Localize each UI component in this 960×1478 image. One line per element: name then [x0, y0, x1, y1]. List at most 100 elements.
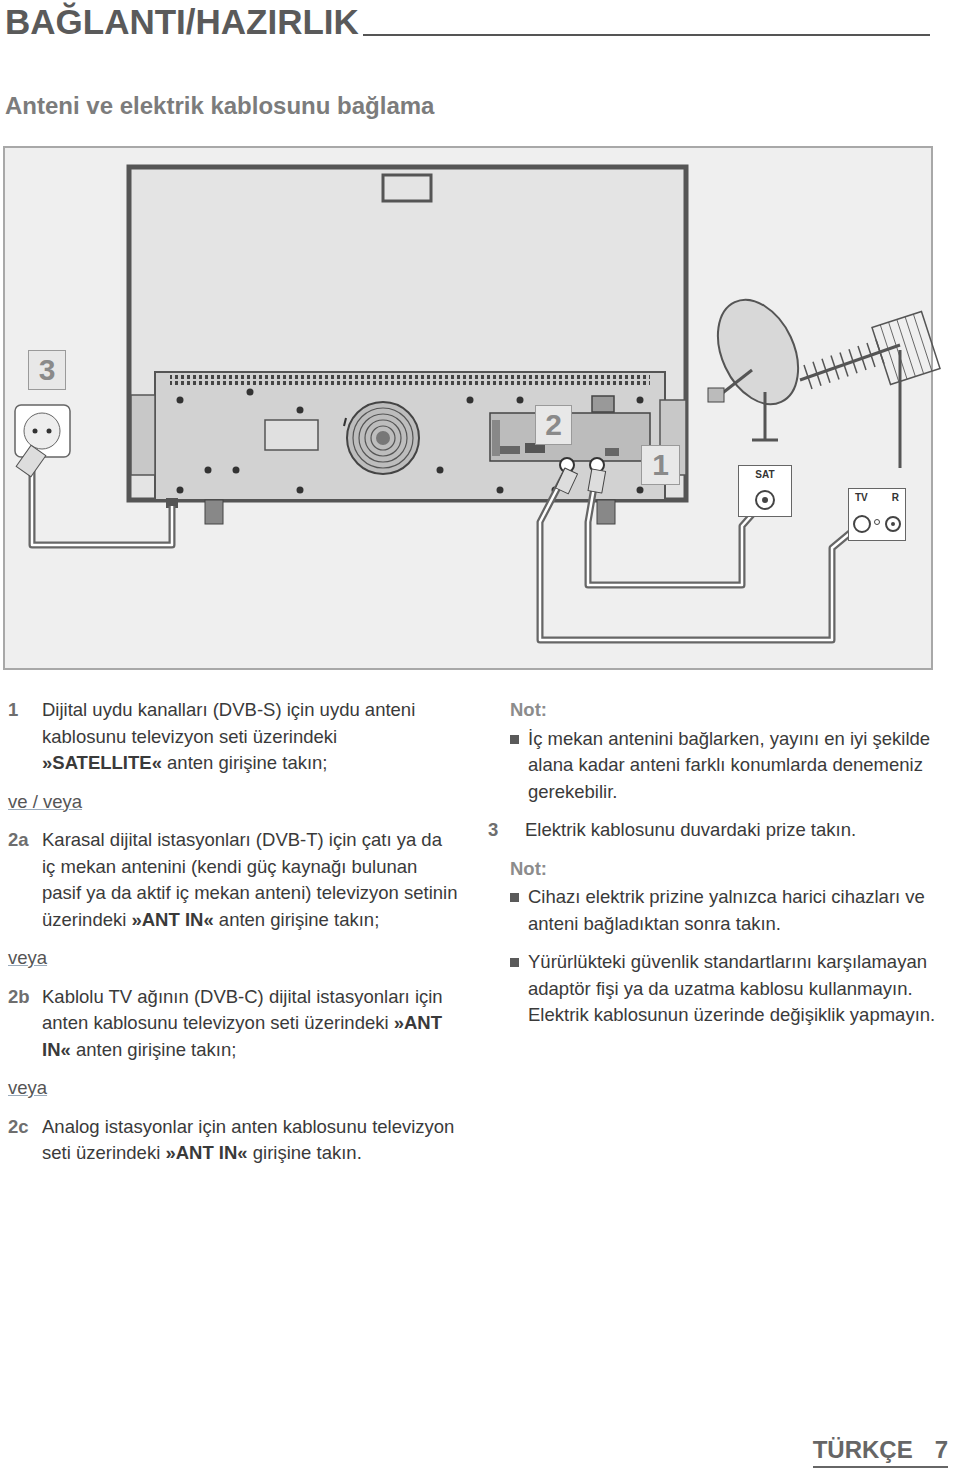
- illustration-part: [880, 325, 899, 382]
- bullet-square: [510, 735, 519, 744]
- illustration-part: [353, 408, 413, 468]
- step-number: 2c: [8, 1114, 29, 1141]
- illustration-part: [129, 167, 686, 500]
- instruction-text: Kablolu TV ağının (DVB-C) dijital istasy…: [8, 984, 458, 1064]
- note-heading: Not:: [488, 697, 938, 724]
- text-row: 3 Elektrik kablosunu duvardaki prize takı…: [488, 817, 938, 844]
- illustration-part: [383, 175, 431, 201]
- illustration-part: [15, 405, 70, 457]
- step-number: 2a: [8, 827, 29, 854]
- text-run: İç mekan antenini bağlarken, yayını en i…: [528, 728, 930, 802]
- callout-number: 3: [28, 350, 66, 390]
- illustration-part: [605, 448, 619, 456]
- illustration-part: [556, 468, 578, 494]
- text-run: anten girişine takın;: [214, 909, 380, 930]
- connector-name: »ANT IN«: [131, 909, 213, 930]
- alternative-word: veya: [8, 1075, 458, 1102]
- text-row: veya: [8, 945, 458, 972]
- illustration-part: [177, 487, 184, 494]
- illustration-part: [32, 468, 172, 545]
- page-footer: TÜRKÇE7: [813, 1436, 948, 1468]
- text-run: Not:: [510, 699, 547, 720]
- illustration-part: [637, 487, 644, 494]
- illustration-part: [32, 468, 172, 545]
- text-run: anten girişine takın;: [71, 1039, 237, 1060]
- right-column: Not: İç mekan antenini bağlarken, yayını …: [488, 697, 938, 1041]
- illustration-part: [880, 314, 932, 382]
- socket-label: SAT: [755, 469, 774, 480]
- illustration-part: [831, 356, 839, 380]
- text-run: Not:: [510, 858, 547, 879]
- note-heading: Not:: [488, 856, 938, 883]
- illustration-part: [804, 365, 812, 389]
- title-rule: [363, 34, 930, 36]
- illustration-part: [597, 500, 615, 524]
- callout-text: 3: [39, 353, 56, 387]
- text-run: Kablolu TV ağının (DVB-C) dijital istasy…: [42, 986, 443, 1034]
- text-row: 1Dijital uydu kanalları (DVB-S) için uyd…: [8, 697, 458, 777]
- illustration-part: [762, 497, 768, 503]
- callout-text: 2: [545, 408, 562, 442]
- illustration-part: [371, 426, 395, 450]
- illustration-part: [497, 487, 504, 494]
- illustration-part: [205, 467, 212, 474]
- illustration-part: [738, 465, 792, 517]
- callout-number: 1: [641, 445, 680, 485]
- illustration-part: [297, 407, 304, 414]
- illustration-part: [517, 397, 524, 404]
- illustration-part: [205, 500, 223, 524]
- text-row: Not:: [488, 697, 938, 724]
- title-bar: BAĞLANTI/HAZIRLIK: [5, 2, 930, 42]
- illustration-part: [889, 322, 908, 379]
- antenna-wall-sockets: [738, 465, 906, 541]
- illustration-part: [708, 388, 724, 402]
- illustration-part: [872, 311, 940, 384]
- illustration-part: [233, 467, 240, 474]
- wall-outlet: [15, 405, 70, 477]
- instruction-text: Yürürlükteki güvenlik standartlarını kar…: [488, 949, 938, 1029]
- yagi-antenna: [800, 311, 940, 468]
- text-row: Yürürlükteki güvenlik standartlarını kar…: [488, 949, 938, 1029]
- text-run: anten girişine takın;: [162, 752, 328, 773]
- left-column: 1Dijital uydu kanalları (DVB-S) için uyd…: [8, 697, 458, 1179]
- socket-label: R: [892, 492, 899, 503]
- illustration-part: [24, 413, 60, 449]
- text-run: Elektrik kablosunu duvardaki prize takın…: [525, 819, 856, 840]
- alternative-word: veya: [8, 945, 458, 972]
- page-number: 7: [935, 1436, 948, 1464]
- connector-name: »ANT IN«: [165, 1142, 247, 1163]
- illustration-part: [540, 470, 856, 640]
- illustration-part: [588, 470, 758, 585]
- illustration-part: [899, 350, 902, 468]
- bullet-square: [510, 893, 519, 902]
- illustration-part: [131, 395, 155, 475]
- text-run: veya: [8, 947, 47, 968]
- sat-wall-socket: SAT: [738, 465, 792, 517]
- text-run: Dijital uydu kanalları (DVB-S) için uydu…: [42, 699, 415, 747]
- illustration-part: [500, 446, 520, 454]
- illustration-part: [875, 520, 880, 525]
- text-row: 2cAnalog istasyonlar için anten kablosun…: [8, 1114, 458, 1167]
- illustration-part: [720, 370, 752, 395]
- illustration-part: [905, 317, 924, 374]
- step-number: 3: [488, 817, 498, 844]
- illustration-part: [858, 346, 866, 370]
- section-heading: Anteni ve elektrik kablosunu bağlama: [5, 92, 434, 120]
- illustration-part: [886, 517, 900, 531]
- illustration-part: [33, 429, 38, 434]
- instruction-text: İç mekan antenini bağlarken, yayını en i…: [488, 726, 938, 806]
- illustration-part: [849, 349, 857, 373]
- illustration-part: [840, 352, 848, 376]
- text-run: Cihazı elektrik prizine yalnızca harici …: [528, 886, 925, 934]
- illustration-part: [353, 408, 413, 468]
- illustration-part: [592, 396, 614, 412]
- text-run: girişine takın.: [248, 1142, 362, 1163]
- illustration-part: [588, 469, 606, 493]
- illustration-part: [540, 470, 856, 640]
- tv-radio-wall-socket: TVR: [848, 488, 906, 541]
- cables: [32, 468, 856, 640]
- text-row: veya: [8, 1075, 458, 1102]
- satellite-dish: [702, 287, 814, 440]
- illustration-part: [247, 389, 254, 396]
- text-row: 2aKarasal dijital istasyonları (DVB-T) i…: [8, 827, 458, 933]
